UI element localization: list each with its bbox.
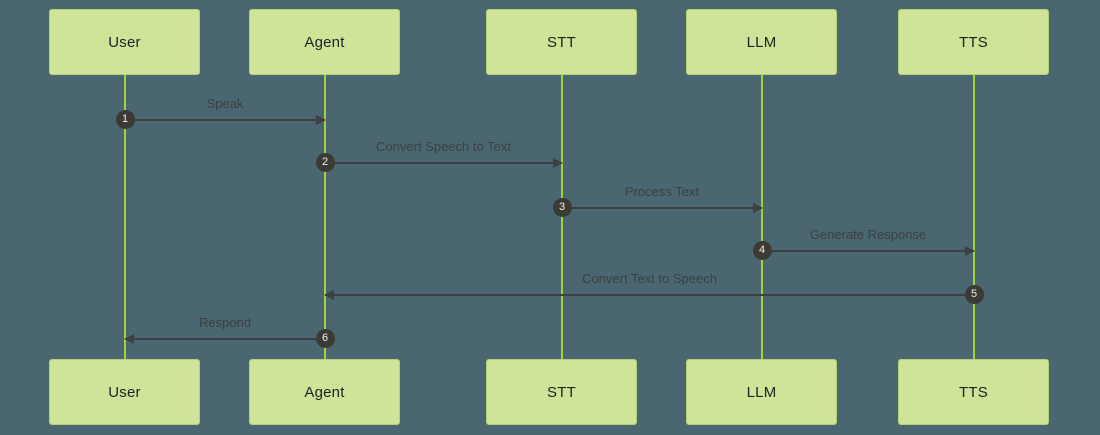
message-1[interactable]: Speak bbox=[125, 97, 326, 125]
sequence-badge-3-text: 3 bbox=[558, 200, 566, 213]
participant-box-tts-bottom[interactable]: TTS bbox=[898, 359, 1049, 425]
message-2[interactable]: Convert Speech to Text bbox=[325, 140, 563, 168]
arrowhead-left-icon bbox=[124, 334, 134, 344]
participant-box-llm-bottom[interactable]: LLM bbox=[686, 359, 837, 425]
message-3[interactable]: Process Text bbox=[562, 185, 763, 213]
sequence-badge-2: 2 bbox=[315, 152, 335, 172]
arrowhead-right-icon bbox=[553, 158, 563, 168]
arrowhead-right-icon bbox=[965, 246, 975, 256]
participant-box-agent-bottom[interactable]: Agent bbox=[249, 359, 400, 425]
sequence-badge-5-text: 5 bbox=[970, 287, 978, 300]
message-1-line bbox=[125, 119, 325, 121]
participant-label-tts-bottom: TTS bbox=[959, 383, 988, 401]
participant-label-llm-top: LLM bbox=[746, 33, 777, 51]
sequence-badge-4-text: 4 bbox=[758, 243, 766, 256]
message-3-label: Process Text bbox=[624, 184, 700, 199]
message-5[interactable]: Convert Text to Speech bbox=[324, 272, 974, 300]
lifeline-user bbox=[124, 75, 126, 359]
participant-label-user-bottom: User bbox=[108, 383, 141, 401]
arrowhead-right-icon bbox=[316, 115, 326, 125]
participant-box-user-top[interactable]: User bbox=[49, 9, 200, 75]
message-5-line bbox=[325, 294, 974, 296]
sequence-badge-1-text: 1 bbox=[121, 112, 129, 125]
participant-box-tts-top[interactable]: TTS bbox=[898, 9, 1049, 75]
sequence-badge-4: 4 bbox=[752, 240, 772, 260]
lifeline-stt bbox=[561, 75, 563, 359]
participant-box-agent-top[interactable]: Agent bbox=[249, 9, 400, 75]
message-4[interactable]: Generate Response bbox=[762, 228, 975, 256]
message-2-line bbox=[325, 162, 562, 164]
participant-label-llm-bottom: LLM bbox=[746, 383, 777, 401]
participant-label-user-top: User bbox=[108, 33, 141, 51]
message-6-label: Respond bbox=[198, 315, 252, 330]
message-6[interactable]: Respond bbox=[124, 316, 325, 344]
participant-box-user-bottom[interactable]: User bbox=[49, 359, 200, 425]
message-4-label: Generate Response bbox=[809, 227, 927, 242]
sequence-badge-3: 3 bbox=[552, 197, 572, 217]
sequence-badge-2-text: 2 bbox=[321, 155, 329, 168]
participant-label-agent-bottom: Agent bbox=[304, 383, 345, 401]
message-5-label: Convert Text to Speech bbox=[582, 271, 717, 286]
participant-label-tts-top: TTS bbox=[959, 33, 988, 51]
participant-label-stt-bottom: STT bbox=[547, 383, 576, 401]
message-1-label: Speak bbox=[206, 96, 244, 111]
sequence-badge-6-text: 6 bbox=[321, 331, 329, 344]
participant-box-llm-top[interactable]: LLM bbox=[686, 9, 837, 75]
participant-box-stt-bottom[interactable]: STT bbox=[486, 359, 637, 425]
message-3-line bbox=[562, 207, 762, 209]
message-6-line bbox=[125, 338, 325, 340]
lifeline-tts bbox=[973, 75, 975, 359]
message-2-label: Convert Speech to Text bbox=[376, 139, 511, 154]
sequence-badge-6: 6 bbox=[315, 328, 335, 348]
participant-box-stt-top[interactable]: STT bbox=[486, 9, 637, 75]
lifeline-agent bbox=[324, 75, 326, 359]
arrowhead-left-icon bbox=[324, 290, 334, 300]
sequence-badge-5: 5 bbox=[964, 284, 984, 304]
lifeline-llm bbox=[761, 75, 763, 359]
message-4-line bbox=[762, 250, 974, 252]
participant-label-stt-top: STT bbox=[547, 33, 576, 51]
sequence-badge-1: 1 bbox=[115, 109, 135, 129]
participant-label-agent-top: Agent bbox=[304, 33, 345, 51]
arrowhead-right-icon bbox=[753, 203, 763, 213]
